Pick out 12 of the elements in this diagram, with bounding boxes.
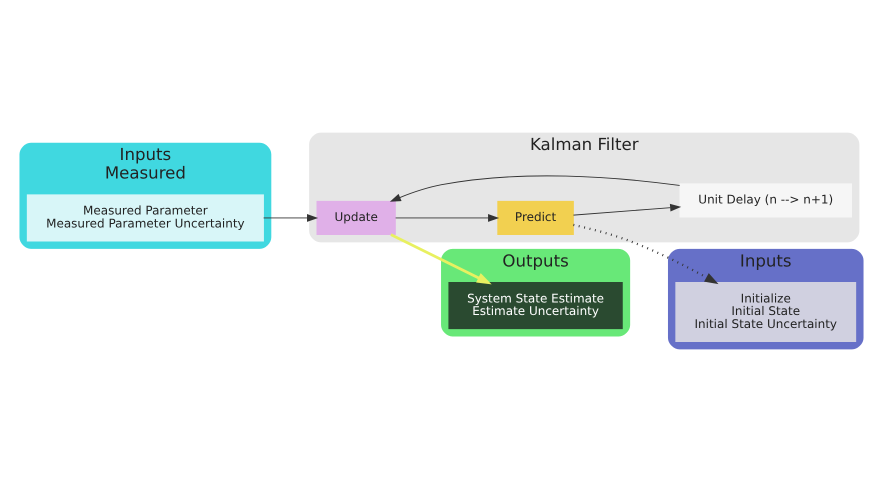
node-box: Update [316, 200, 396, 235]
arrow [573, 224, 719, 284]
node-box: Initialize Initial State Initial State Uncertainty [675, 282, 856, 342]
arrow [263, 214, 318, 222]
arrow [395, 214, 500, 222]
node-box: Predict [497, 200, 574, 235]
arrow [390, 175, 680, 202]
node-box: System State Estimate Estimate Uncertainty [448, 282, 623, 330]
arrow [573, 204, 682, 216]
arrow [390, 233, 492, 284]
node-box: Unit Delay (n --> n+1) [680, 183, 852, 218]
node-box: Measured Parameter Measured Parameter Uncertainty [26, 194, 264, 242]
